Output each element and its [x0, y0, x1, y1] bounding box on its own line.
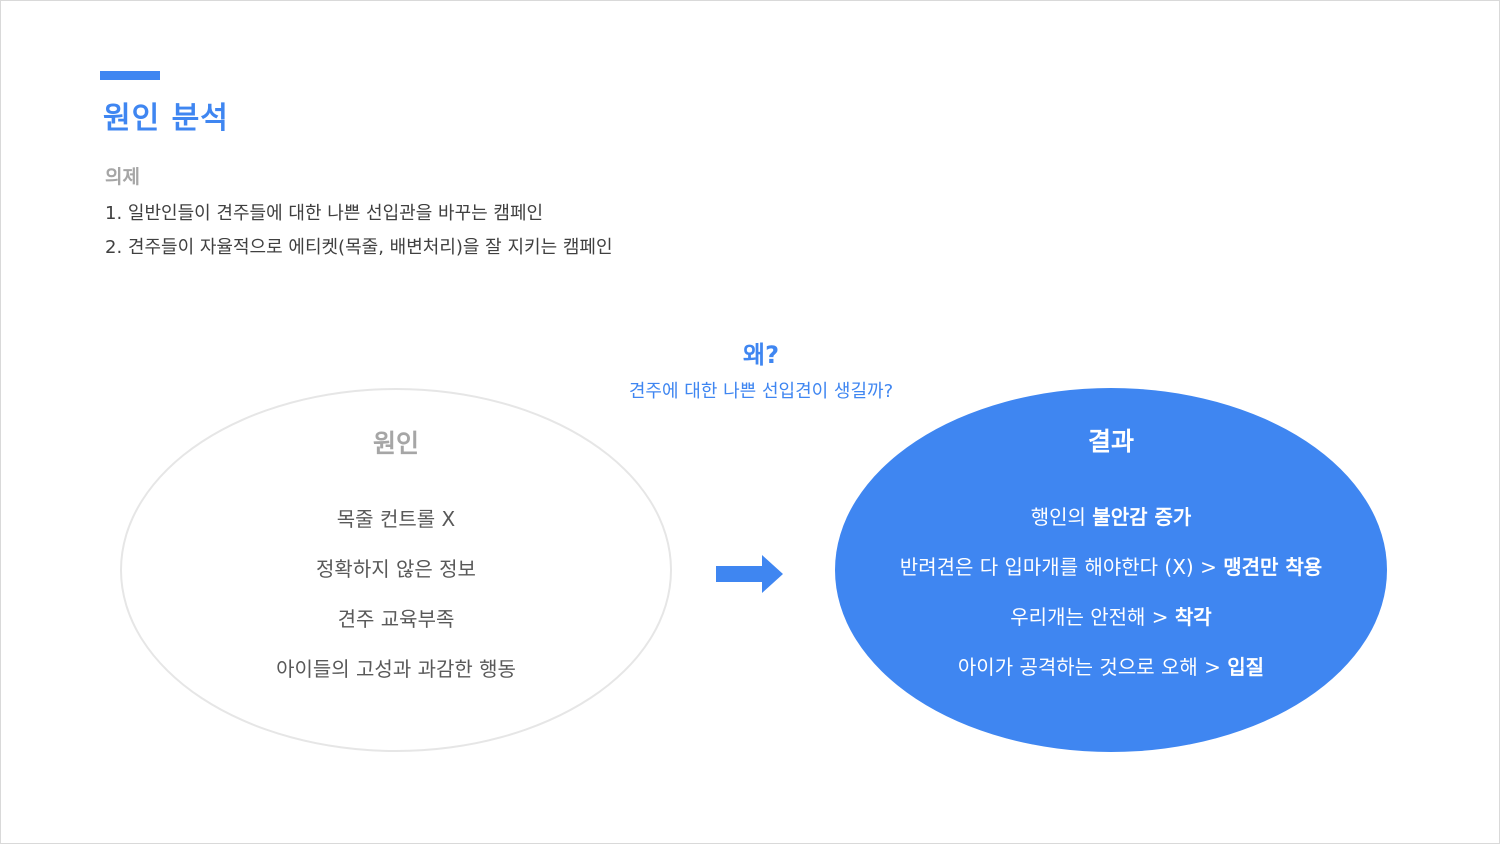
why-title: 왜? — [742, 341, 779, 369]
agenda-label: 의제 — [105, 166, 140, 188]
result-item: 아이가 공격하는 것으로 오해 > 입질 — [835, 651, 1387, 680]
result-item-text: 아이가 공격하는 것으로 오해 > — [957, 655, 1228, 679]
cause-ellipse: 원인 목줄 컨트롤 X 정확하지 않은 정보 견주 교육부족 아이들의 고성과 … — [120, 388, 672, 752]
page-title: 원인 분석 — [103, 101, 229, 136]
result-item-emphasis: 입질 — [1227, 655, 1265, 679]
result-item-emphasis: 불안감 증가 — [1092, 505, 1192, 529]
agenda-item: 1. 일반인들이 견주들에 대한 나쁜 선입관을 바꾸는 캠페인 — [105, 203, 544, 224]
result-item-text: 행인의 — [1030, 505, 1093, 529]
result-item-text: 우리개는 안전해 > — [1010, 605, 1175, 629]
result-item-text: 반려견은 다 입마개를 해야한다 (X) > — [899, 555, 1224, 579]
arrow-right-icon — [716, 555, 783, 593]
agenda-item: 2. 견주들이 자율적으로 에티켓(목줄, 배변처리)을 잘 지키는 캠페인 — [105, 237, 613, 258]
result-item-emphasis: 맹견만 착용 — [1223, 555, 1323, 579]
cause-item: 아이들의 고성과 과감한 행동 — [276, 657, 516, 681]
result-ellipse: 결과 행인의 불안감 증가 반려견은 다 입마개를 해야한다 (X) > 맹견만… — [835, 388, 1387, 752]
why-subtitle: 견주에 대한 나쁜 선입견이 생길까? — [628, 381, 894, 402]
title-accent-bar — [100, 71, 160, 80]
result-item: 행인의 불안감 증가 — [835, 501, 1387, 530]
result-item: 우리개는 안전해 > 착각 — [835, 601, 1387, 630]
cause-item: 견주 교육부족 — [337, 607, 455, 631]
result-title: 결과 — [1087, 427, 1134, 456]
result-item: 반려견은 다 입마개를 해야한다 (X) > 맹견만 착용 — [835, 551, 1387, 580]
cause-item: 정확하지 않은 정보 — [316, 557, 476, 581]
result-item-emphasis: 착각 — [1174, 605, 1212, 629]
cause-item: 목줄 컨트롤 X — [336, 507, 456, 531]
cause-title: 원인 — [372, 429, 419, 458]
